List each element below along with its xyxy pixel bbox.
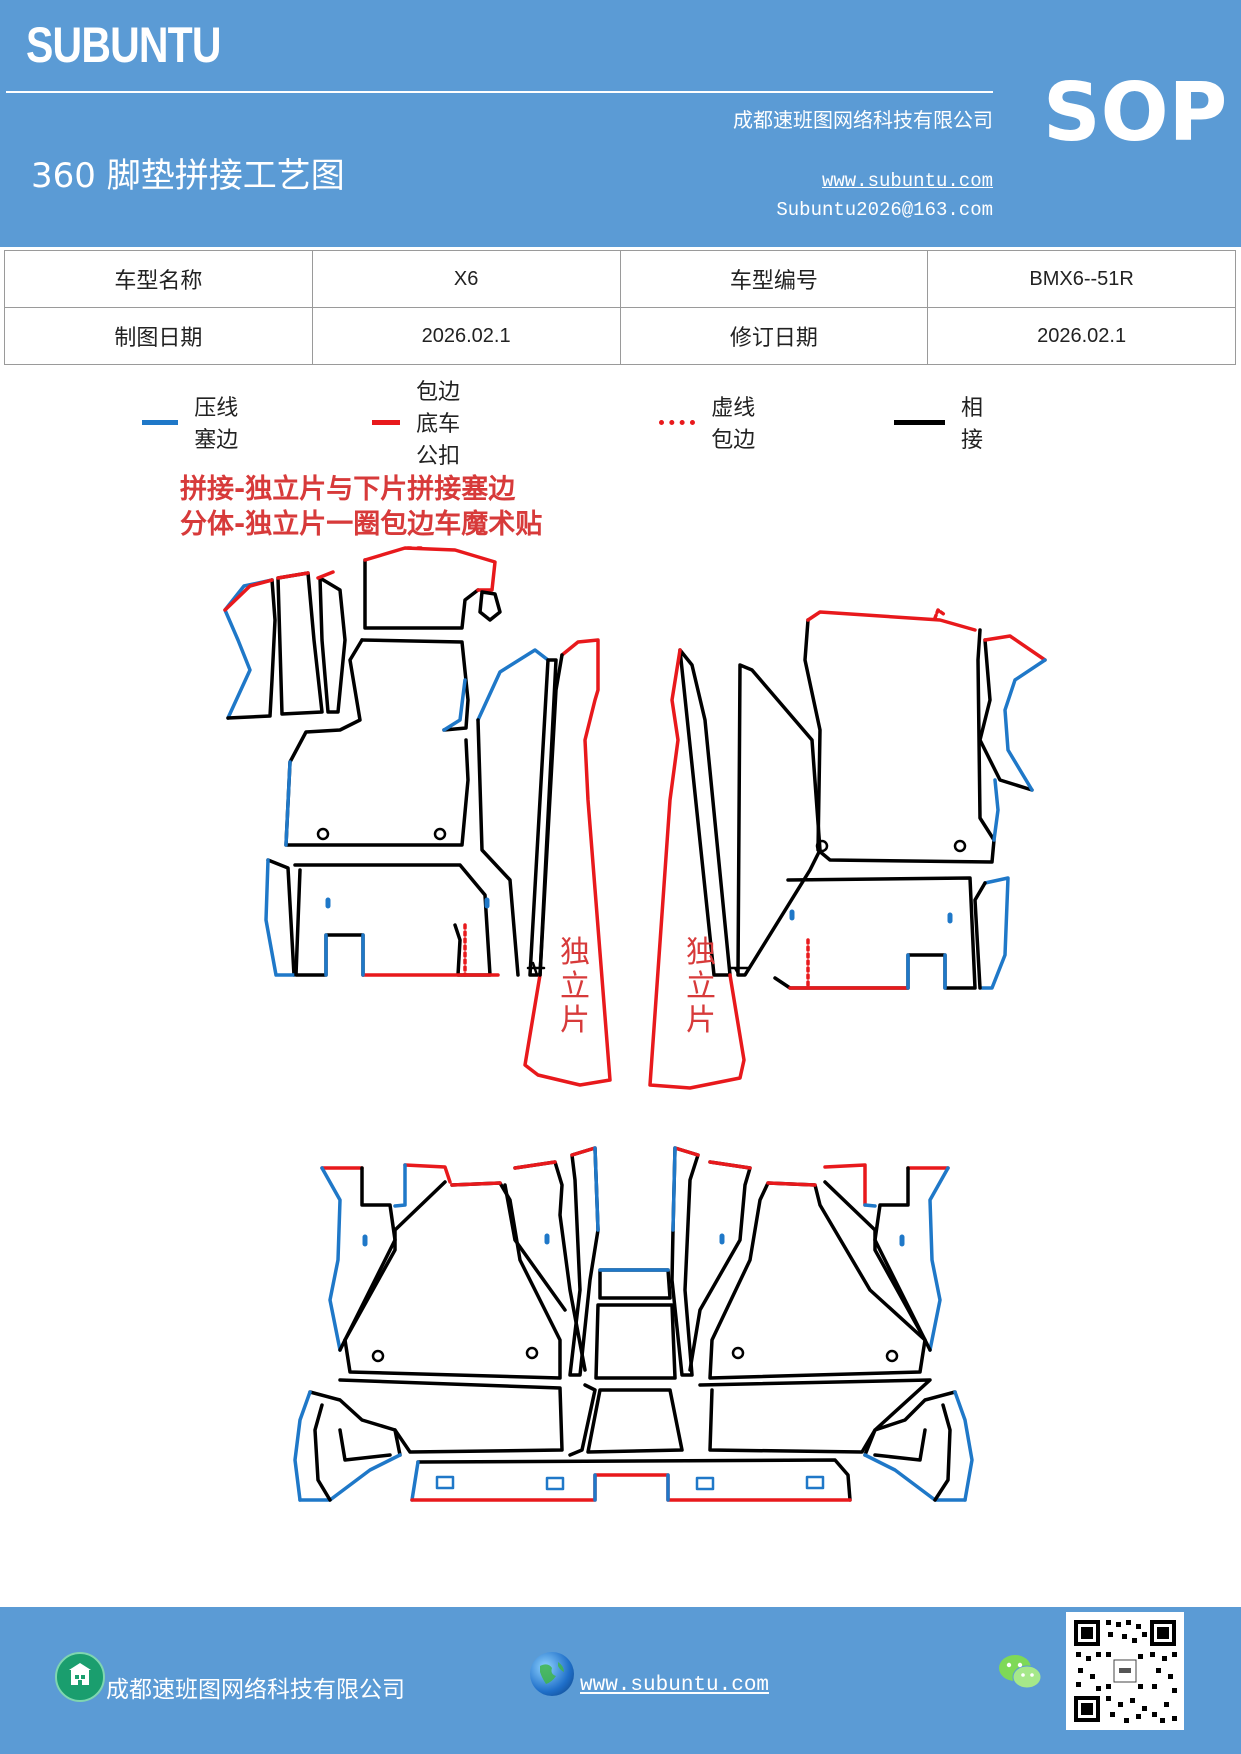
- website-link[interactable]: www.subuntu.com: [821, 170, 993, 192]
- floor-mat-diagram: 拼接-独立片与下片拼接塞边 分体-独立片一圈包边车魔术贴: [180, 473, 1047, 1502]
- left-independent-piece: 独 立 片: [523, 638, 612, 1087]
- table-row: 车型名称 X6 车型编号 BMX6--51R: [4, 250, 1236, 308]
- table-row: 制图日期 2026.02.1 修订日期 2026.02.1: [4, 307, 1236, 365]
- right-independent-piece: 独 立 片: [648, 648, 746, 1090]
- value-model-code: BMX6--51R: [927, 250, 1236, 308]
- label-independent-right-2: 立: [686, 969, 716, 1004]
- rear-mat-group: [293, 1146, 974, 1502]
- company-name: 成都速班图网络科技有限公司: [733, 108, 993, 132]
- legend-swatch: [659, 419, 696, 425]
- label-independent-left-2: 立: [560, 969, 590, 1004]
- legend-item-dotted-edge: 虚线包边: [659, 396, 761, 453]
- label-model-code: 车型编号: [619, 250, 929, 308]
- label-independent-left-3: 片: [560, 1003, 590, 1038]
- right-front-mat-group: [728, 608, 1047, 990]
- label-independent-left-1: 独: [560, 935, 590, 970]
- legend-swatch: [894, 419, 945, 425]
- note-line-1: 拼接-独立片与下片拼接塞边: [180, 473, 516, 505]
- value-draw-date: 2026.02.1: [311, 307, 621, 365]
- vehicle-info-table: 车型名称 X6 车型编号 BMX6--51R 制图日期 2026.02.1 修订…: [4, 250, 1236, 365]
- label-draw-date: 制图日期: [4, 307, 313, 365]
- company-icon: [55, 1652, 105, 1702]
- label-model-name: 车型名称: [4, 250, 313, 308]
- note-line-2: 分体-独立片一圈包边车魔术贴: [180, 508, 542, 540]
- footer-company-name: 成都速班图网络科技有限公司: [106, 1677, 405, 1703]
- legend-swatch: [142, 419, 179, 425]
- label-revision-date: 修订日期: [619, 307, 929, 365]
- legend-item-press-line: 压线塞边: [142, 396, 244, 453]
- value-model-name: X6: [311, 250, 621, 308]
- label-independent-right-1: 独: [686, 935, 716, 970]
- globe-icon: [530, 1652, 574, 1696]
- legend-swatch: [372, 419, 401, 425]
- header-divider: [6, 91, 993, 93]
- value-revision-date: 2026.02.1: [927, 307, 1236, 365]
- header-banner: SUBUNTU 成都速班图网络科技有限公司 360 脚垫拼接工艺图 www.su…: [0, 0, 1241, 247]
- legend-item-joined: 相接: [894, 396, 996, 453]
- qr-code[interactable]: [1066, 1612, 1184, 1730]
- sop-badge: SOP: [1043, 66, 1228, 159]
- wechat-icon[interactable]: [996, 1650, 1044, 1698]
- legend-item-edge-buckle: 包边底车公扣: [372, 380, 474, 469]
- footer-website-link[interactable]: www.subuntu.com: [580, 1674, 770, 1697]
- brand-logo: SUBUNTU: [26, 17, 222, 73]
- left-front-mat-group: [223, 546, 550, 977]
- email-address: Subuntu2026@163.com: [776, 199, 993, 221]
- label-independent-right-3: 片: [686, 1003, 716, 1038]
- page-title: 360 脚垫拼接工艺图: [31, 156, 345, 196]
